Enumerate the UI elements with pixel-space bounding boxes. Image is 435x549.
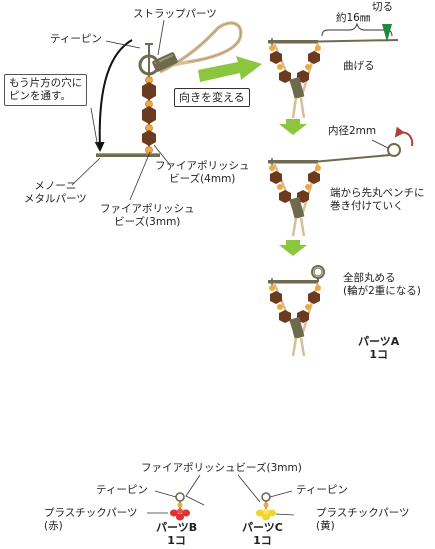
fire-polish-3mm-line1: ファイアポリッシュ (100, 203, 195, 215)
pass-pin-line2: ピンを通す。 (9, 90, 71, 102)
menoni-line2: メタルパーツ (24, 193, 87, 205)
round-all-label: 全部丸める (輪が2重になる) (343, 272, 421, 298)
bend-label: 曲げる (343, 60, 375, 72)
plastic-red-line1: プラスチックパーツ (44, 507, 138, 519)
part-b-label: パーツB 1コ (156, 521, 197, 547)
plastic-yellow-label: プラスチックパーツ (黄) (316, 507, 410, 533)
strap-parts-label: ストラップパーツ (133, 8, 217, 20)
part-c-line1: パーツC (242, 521, 283, 534)
fire-polish-4mm-line2: ビーズ(4mm) (169, 173, 236, 185)
part-a-line2: 1コ (369, 348, 388, 361)
plastic-red-label: プラスチックパーツ (赤) (44, 507, 138, 533)
cut-label: 切る (372, 1, 393, 13)
fire-polish-4mm-label: ファイアポリッシュ ビーズ(4mm) (155, 160, 250, 186)
plastic-yellow-line1: プラスチックパーツ (316, 507, 410, 519)
wind-label: 端から先丸ペンチに 巻き付けていく (330, 187, 425, 213)
down-arrow-1 (279, 119, 307, 135)
part-a-line1: パーツA (358, 335, 400, 348)
about-16mm-label: 約16㎜ (336, 12, 371, 24)
cut-marker-icon (382, 24, 392, 42)
pass-pin-callout: もう片方の穴に ピンを通す。 (4, 74, 88, 106)
part-b-line1: パーツB (156, 521, 198, 534)
round-all-line2: (輪が2重になる) (343, 285, 421, 297)
down-arrow-2 (279, 240, 307, 256)
step3-assembly (268, 265, 325, 357)
inner-diameter-label: 内径2mm (328, 125, 377, 137)
fire-polish-3mm-label: ファイアポリッシュ ビーズ(3mm) (100, 203, 195, 229)
curl-arrow-icon (394, 126, 414, 147)
bottom-t-pin-right-label: ティーピン (296, 484, 348, 496)
bottom-fire-polish-label: ファイアポリッシュビーズ(3mm) (141, 462, 302, 474)
plastic-red-line2: (赤) (44, 520, 63, 532)
menoni-line1: メノーニ (34, 180, 77, 192)
wind-line1: 端から先丸ペンチに (330, 187, 425, 199)
bead-column-left (142, 76, 156, 154)
fire-polish-4mm-line1: ファイアポリッシュ (155, 160, 250, 172)
round-all-line1: 全部丸める (343, 272, 396, 284)
part-c-line2: 1コ (253, 534, 272, 547)
step1-assembly (268, 38, 399, 122)
leader-inner-diameter (371, 139, 389, 149)
brace-16mm (321, 22, 393, 37)
plastic-yellow-line2: (黄) (316, 520, 335, 532)
part-c-label: パーツC 1コ (242, 521, 283, 547)
change-direction-label: 向きを変える (179, 91, 245, 104)
menoni-metal-label: メノーニ メタルパーツ (24, 180, 87, 206)
part-b-illustration (170, 492, 190, 521)
fire-polish-3mm-line2: ビーズ(3mm) (114, 216, 181, 228)
leader-lines-bottom (147, 474, 295, 516)
leader-lines-left (71, 19, 171, 201)
metal-bar-left (96, 153, 160, 157)
curved-black-arrow (94, 39, 133, 152)
step2-assembly (268, 143, 401, 237)
wind-line2: 巻き付けていく (330, 200, 404, 212)
bottom-t-pin-left-label: ティーピン (96, 484, 148, 496)
part-b-line2: 1コ (167, 534, 186, 547)
pass-pin-line1: もう片方の穴に (9, 77, 83, 89)
part-a-label: パーツA 1コ (358, 335, 399, 361)
change-direction-callout: 向きを変える (174, 88, 250, 107)
change-direction-arrow (198, 56, 262, 82)
strap-cord (159, 21, 243, 74)
part-c-illustration (256, 492, 276, 521)
t-pin-label: ティーピン (50, 33, 102, 45)
